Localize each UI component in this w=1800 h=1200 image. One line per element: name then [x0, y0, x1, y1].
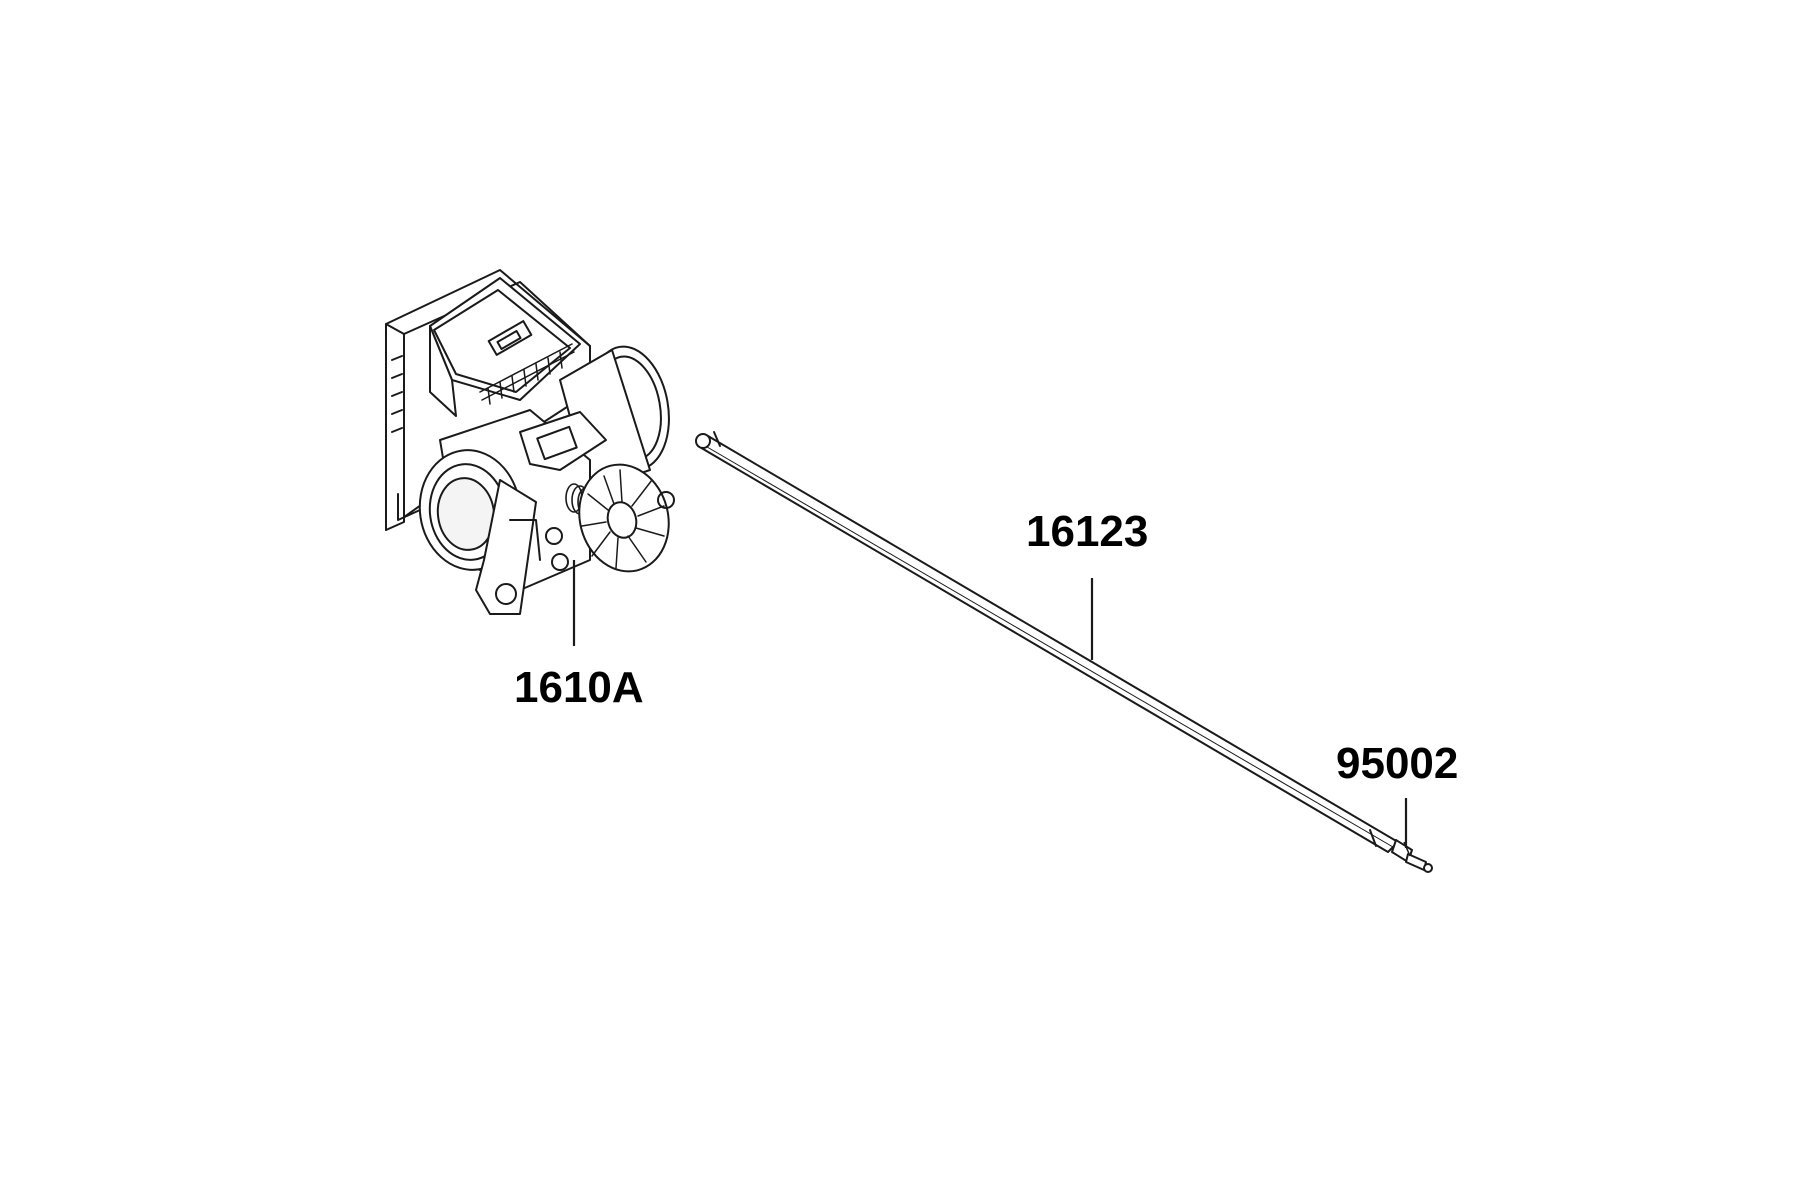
callout-95002: 95002	[1336, 739, 1459, 788]
callout-16123: 16123	[1026, 507, 1149, 556]
pin-end	[1391, 839, 1433, 873]
throttle-body-assembly	[385, 269, 675, 615]
callout-1610a: 1610A	[514, 663, 644, 712]
